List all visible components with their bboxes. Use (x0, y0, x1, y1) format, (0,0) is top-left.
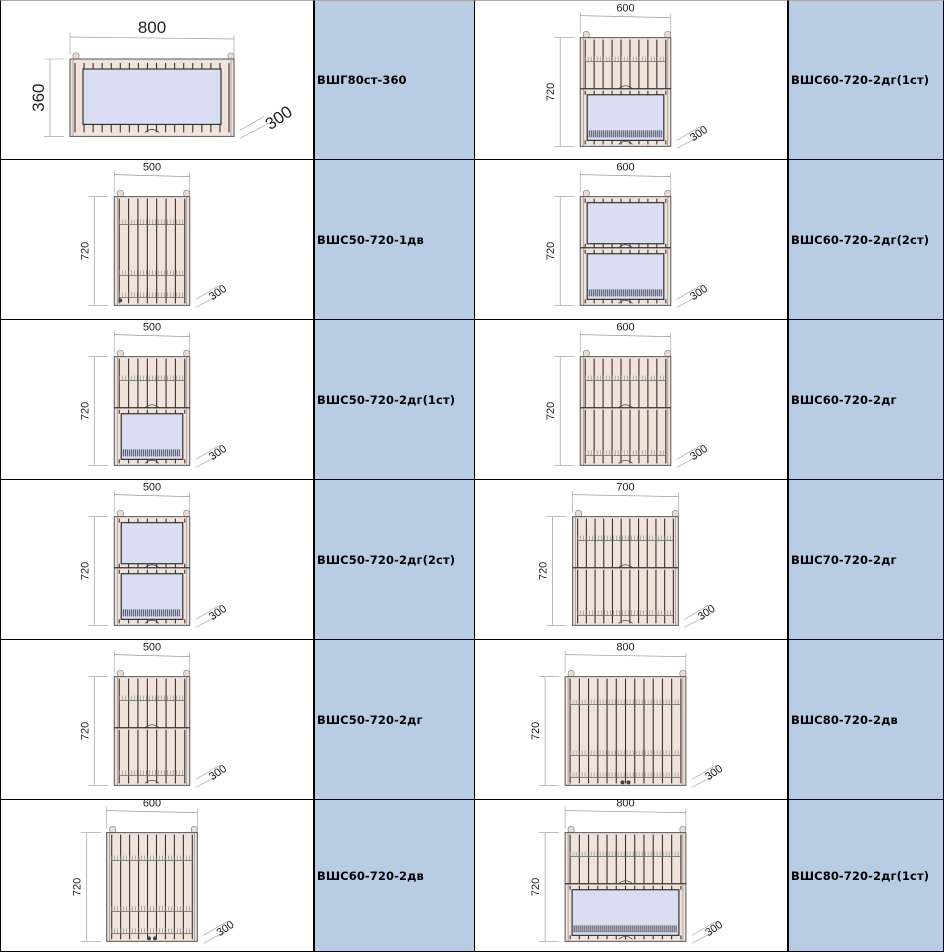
cabinet-drawing: 500 720 300 (79, 642, 229, 788)
cabinet-code-cell: ВШС50-720-2дг(1ст) (314, 320, 475, 480)
depth-dimension-label: 300 (215, 919, 237, 939)
cabinet-drawing: 600 720 300 (545, 3, 710, 149)
cabinet-drawing: 600 720 300 (72, 800, 237, 944)
cabinet-code-label: ВШС50-720-1дв (317, 232, 424, 247)
cabinet-code-label: ВШГ80ст-360 (317, 73, 407, 87)
depth-dimension-label: 300 (262, 102, 296, 134)
cabinet-body (572, 516, 679, 626)
cabinet-code-cell: ВШС60-720-2дг(2ст) (788, 160, 944, 320)
depth-dimension-label: 300 (688, 283, 710, 303)
cabinet-drawing-cell: 500 720 300 (0, 160, 314, 320)
cabinet-drawing-cell: 600 720 300 (475, 320, 788, 480)
cabinet-drawing: 600 720 300 (545, 162, 710, 308)
height-dimension-label: 720 (530, 878, 542, 896)
depth-dimension-label: 300 (703, 919, 725, 939)
depth-dimension-label: 300 (207, 283, 229, 303)
cabinet-code-label: ВШС70-720-2дг (791, 552, 897, 567)
cabinet-drawing: 500 720 300 (79, 162, 229, 308)
cabinet-code-label: ВШС50-720-2дг(1ст) (317, 392, 456, 407)
cabinet-code-label: ВШС60-720-2дг(2ст) (791, 232, 930, 247)
depth-dimension-label: 300 (696, 603, 718, 623)
width-dimension-label: 600 (616, 3, 634, 15)
cabinet-code-label: ВШС80-720-2дв (791, 712, 898, 727)
cabinet-code-label: ВШС80-720-2дг(1ст) (791, 868, 930, 883)
depth-dimension-label: 300 (688, 443, 710, 463)
height-dimension-label: 720 (538, 562, 550, 580)
height-dimension-label: 720 (72, 878, 84, 896)
width-dimension-label: 800 (616, 642, 634, 654)
cabinet-drawing-cell: 800 720 300 (475, 800, 788, 952)
cabinet-drawing: 700 720 300 (538, 482, 718, 628)
cabinet-code-cell: ВШС80-720-2дг(1ст) (788, 800, 944, 952)
depth-dimension-label: 300 (688, 124, 710, 144)
cabinet-drawing-cell: 500 720 300 (0, 640, 314, 800)
cabinet-code-cell: ВШГ80ст-360 (314, 0, 475, 160)
depth-dimension-label: 300 (207, 763, 229, 783)
cabinet-body (579, 356, 672, 466)
cabinet-drawing-cell: 800 360 300 (0, 0, 314, 160)
width-dimension-label: 500 (143, 642, 161, 654)
height-dimension-label: 720 (530, 722, 542, 740)
width-dimension-label: 700 (616, 482, 634, 494)
cabinet-code-cell: ВШС50-720-2дг (314, 640, 475, 800)
cabinet-drawing: 800 720 300 (530, 642, 725, 788)
cabinet-drawing: 500 720 300 (79, 322, 229, 468)
cabinet-code-cell: ВШС50-720-2дг(2ст) (314, 480, 475, 640)
height-dimension-label: 720 (79, 242, 91, 260)
cabinet-code-cell: ВШС50-720-1дв (314, 160, 475, 320)
cabinet-drawing-cell: 600 720 300 (475, 160, 788, 320)
width-dimension-label: 500 (143, 162, 161, 174)
cabinet-code-label: ВШС50-720-2дг (317, 712, 423, 727)
cabinet-body (113, 676, 191, 786)
depth-dimension-label: 300 (207, 443, 229, 463)
depth-dimension-label: 300 (207, 603, 229, 623)
cabinet-body (106, 832, 198, 942)
cabinet-drawing-cell: 600 720 300 (0, 800, 314, 952)
cabinet-code-label: ВШС60-720-2дг(1ст) (791, 73, 930, 87)
height-dimension-label: 720 (79, 562, 91, 580)
width-dimension-label: 500 (143, 482, 161, 494)
cabinet-code-label: ВШС60-720-2дг (791, 392, 897, 407)
cabinet-code-cell: ВШС60-720-2дв (314, 800, 475, 952)
cabinet-code-cell: ВШС80-720-2дв (788, 640, 944, 800)
depth-dimension-label: 300 (703, 763, 725, 783)
cabinet-drawing: 600 720 300 (545, 322, 710, 468)
cabinet-drawing: 800 360 300 (29, 18, 296, 139)
cabinet-code-label: ВШС50-720-2дг(2ст) (317, 552, 456, 567)
cabinet-drawing-cell: 600 720 300 (475, 0, 788, 160)
cabinet-code-cell: ВШС60-720-2дг(1ст) (788, 0, 944, 160)
cabinet-body (113, 196, 191, 306)
height-dimension-label: 720 (545, 242, 557, 260)
cabinet-code-cell: ВШС70-720-2дг (788, 480, 944, 640)
height-dimension-label: 720 (545, 402, 557, 420)
cabinet-code-label: ВШС60-720-2дв (317, 868, 424, 883)
width-dimension-label: 600 (616, 162, 634, 174)
cabinet-drawing-cell: 800 720 300 (475, 640, 788, 800)
width-dimension-label: 800 (616, 800, 634, 810)
width-dimension-label: 600 (143, 800, 161, 810)
cabinet-drawing-cell: 500 720 300 (0, 320, 314, 480)
height-dimension-label: 720 (545, 83, 557, 101)
width-dimension-label: 600 (616, 322, 634, 334)
height-dimension-label: 360 (29, 84, 48, 112)
height-dimension-label: 720 (79, 402, 91, 420)
width-dimension-label: 800 (138, 18, 166, 37)
cabinet-drawing-cell: 500 720 300 (0, 480, 314, 640)
cabinet-code-cell: ВШС60-720-2дг (788, 320, 944, 480)
cabinet-drawing: 800 720 300 (530, 800, 725, 944)
height-dimension-label: 720 (79, 722, 91, 740)
width-dimension-label: 500 (143, 322, 161, 334)
cabinet-drawing: 500 720 300 (79, 482, 229, 628)
cabinet-drawing-cell: 700 720 300 (475, 480, 788, 640)
